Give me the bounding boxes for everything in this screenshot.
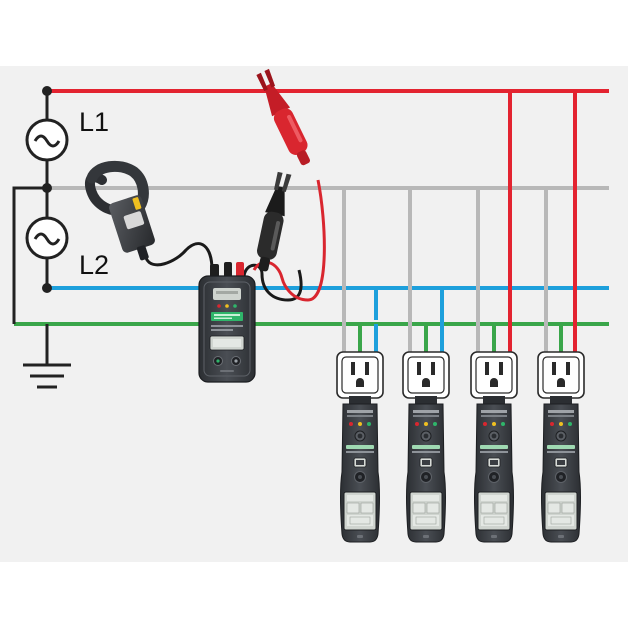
junction-dot-l1: [42, 86, 52, 96]
outlet-tester-3: [470, 351, 518, 543]
main-tester-meter: [198, 262, 256, 383]
black-crocodile-clip: [257, 171, 292, 272]
junction-dot-l2: [42, 183, 52, 193]
ac-source-icon: [25, 118, 69, 162]
phase-label-l1: L1: [79, 107, 109, 137]
diagram-panel: [0, 66, 628, 562]
outlet-drops: [342, 91, 577, 356]
ac-source-icon: [25, 216, 69, 260]
outlet-tester-1: [336, 351, 384, 543]
red-crocodile-clip: [256, 68, 310, 166]
outlet-tester-2: [402, 351, 450, 543]
current-clamp: [85, 160, 155, 261]
power-source: L1 L2: [12, 86, 109, 389]
test-leads: [144, 179, 326, 302]
outlet-tester-4: [537, 351, 585, 543]
phase-label-l2: L2: [79, 250, 109, 280]
junction-dot-neutral: [42, 283, 52, 293]
ground-icon: [23, 363, 71, 389]
